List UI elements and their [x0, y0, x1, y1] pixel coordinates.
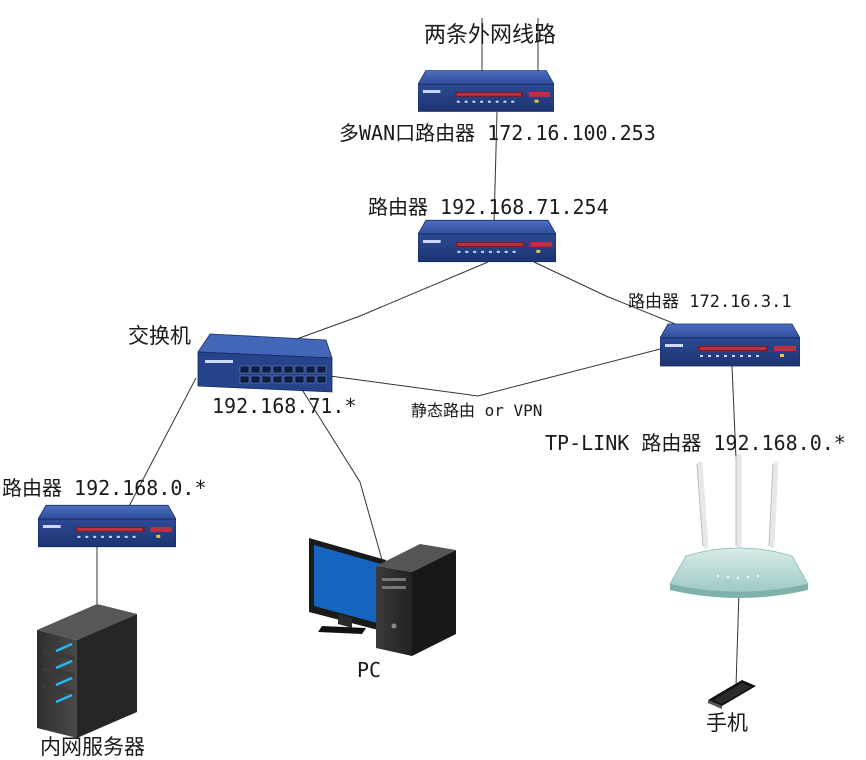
multiwan-router-label: 多WAN口路由器 172.16.100.253: [339, 121, 656, 145]
wan-lines-label: 两条外网线路: [424, 23, 557, 48]
main-router-label: 路由器 192.168.71.254: [368, 195, 609, 219]
main-router-icon: [418, 219, 556, 263]
multiwan-router-icon: [418, 70, 554, 112]
switch-label: 交换机: [128, 324, 191, 348]
phone-icon: [708, 680, 756, 709]
link-multiwan-main: [493, 111, 498, 225]
phone-label: 手机: [706, 711, 748, 735]
link-main-right: [533, 261, 691, 331]
pc-icon: [309, 538, 456, 656]
server-icon: [37, 604, 137, 738]
tplink-router-label: TP-LINK 路由器 192.168.0.*: [545, 431, 846, 455]
link-main-switch: [271, 261, 489, 349]
pc-label: PC: [357, 658, 382, 682]
server-label: 内网服务器: [40, 735, 145, 759]
tplink-router-icon: [669, 453, 809, 598]
left-router-label: 路由器 192.168.0.*: [2, 476, 207, 500]
link-static-route: [329, 345, 673, 397]
right-router-icon: [660, 323, 800, 367]
left-router-icon: [38, 504, 176, 548]
link-tplink-phone: [735, 591, 740, 687]
switch-icon: [197, 333, 333, 393]
link-switch-pc: [295, 379, 387, 575]
static-route-label: 静态路由 or VPN: [411, 401, 543, 420]
right-router-label: 路由器 172.16.3.1: [628, 292, 792, 312]
switch-subnet-label: 192.168.71.*: [212, 394, 357, 418]
link-switch-left-router: [125, 377, 197, 513]
